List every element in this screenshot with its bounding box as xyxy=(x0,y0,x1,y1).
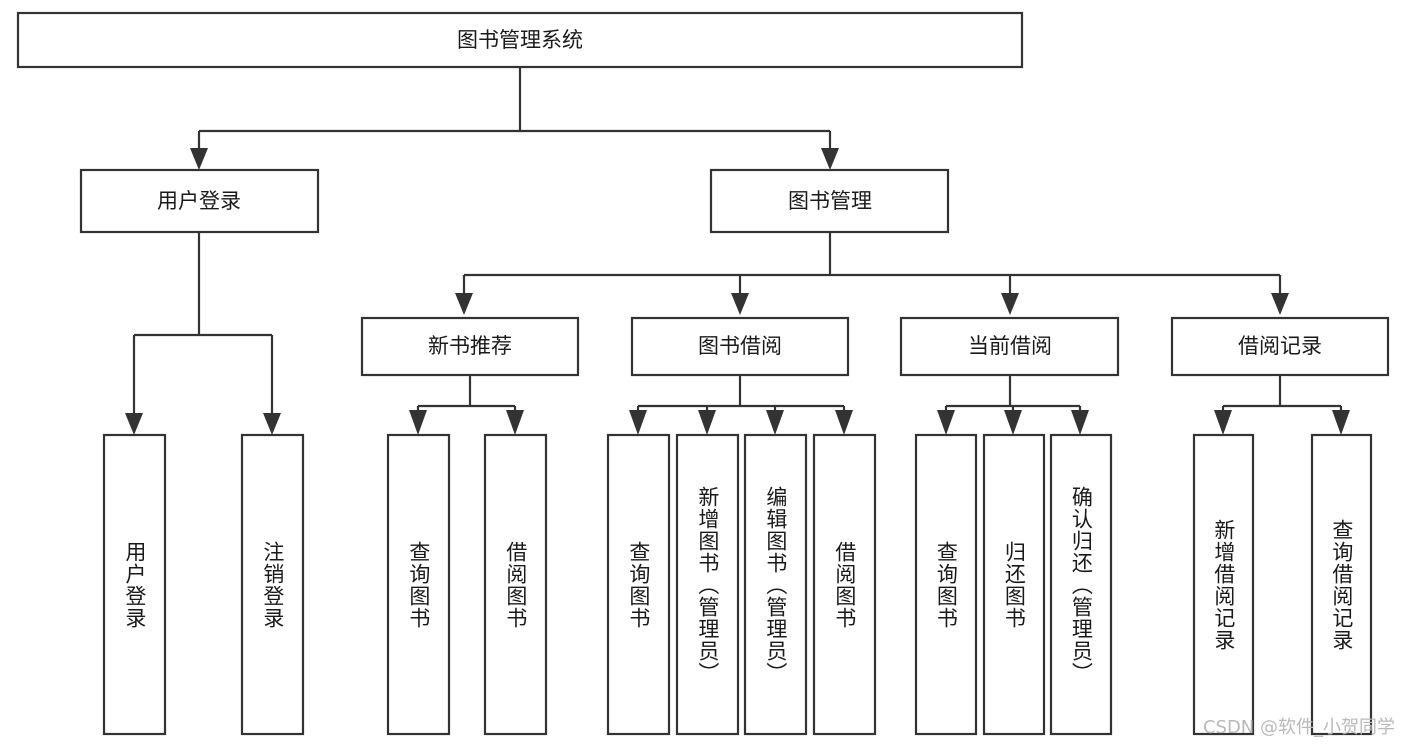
node-box-leaf-user-logout[interactable] xyxy=(240,433,305,736)
node-label-book-borrow: 图书借阅 xyxy=(698,334,782,358)
arrow-head-leaf-query-book-1 xyxy=(409,410,427,435)
arrow-head-borrow-record xyxy=(1271,293,1289,315)
node-box-leaf-add-record[interactable] xyxy=(1192,433,1255,736)
node-box-leaf-edit-book[interactable] xyxy=(743,433,808,736)
arrow-head-leaf-add-record xyxy=(1214,410,1232,435)
arrow-head-new-book-recommend xyxy=(455,293,473,315)
node-label-user-login: 用户登录 xyxy=(157,189,241,213)
arrow-head-leaf-borrow-book-1 xyxy=(506,410,524,435)
connector-group-book-borrow xyxy=(629,375,853,435)
node-box-leaf-query-book-1[interactable] xyxy=(386,433,451,736)
arrow-head-leaf-user-login xyxy=(125,413,143,435)
csdn-watermark: CSDN @软件_小贺同学 xyxy=(1202,717,1395,738)
connector-group-borrow-record xyxy=(1214,375,1350,435)
node-box-leaf-return-book[interactable] xyxy=(982,433,1046,736)
node-box-leaf-user-login[interactable] xyxy=(102,433,167,736)
node-label-current-borrow: 当前借阅 xyxy=(968,334,1052,358)
arrow-head-leaf-user-logout xyxy=(263,413,281,435)
arrow-head-book-borrow xyxy=(731,293,749,315)
node-box-leaf-borrow-book-2[interactable] xyxy=(812,433,877,736)
node-box-new-book-recommend[interactable] xyxy=(360,316,580,377)
connector-group-new-book-recommend xyxy=(409,375,524,435)
node-label-book-management: 图书管理 xyxy=(788,189,872,213)
arrow-head-leaf-query-record xyxy=(1332,410,1350,435)
connector-group-root xyxy=(190,67,839,170)
arrow-head-leaf-confirm-return xyxy=(1071,410,1089,435)
arrow-head-leaf-return-book xyxy=(1004,410,1022,435)
node-box-current-borrow[interactable] xyxy=(899,316,1120,377)
arrow-head-leaf-query-book-3 xyxy=(937,410,955,435)
node-box-leaf-add-book[interactable] xyxy=(675,433,740,736)
arrow-head-leaf-query-book-2 xyxy=(629,410,647,435)
node-box-book-management[interactable] xyxy=(709,168,950,234)
arrow-head-leaf-borrow-book-2 xyxy=(835,410,853,435)
arrow-head-user-login xyxy=(190,148,208,170)
node-label-root: 图书管理系统 xyxy=(457,28,583,52)
node-box-leaf-query-book-2[interactable] xyxy=(606,433,671,736)
connector-group-user-login xyxy=(125,232,281,435)
node-box-leaf-query-record[interactable] xyxy=(1310,433,1373,736)
arrow-head-current-borrow xyxy=(1001,293,1019,315)
node-box-leaf-borrow-book-1[interactable] xyxy=(483,433,548,736)
node-label-borrow-record: 借阅记录 xyxy=(1238,334,1322,358)
arrow-head-leaf-edit-book xyxy=(766,410,784,435)
node-box-book-borrow[interactable] xyxy=(630,316,850,377)
arrow-head-leaf-add-book xyxy=(698,410,716,435)
node-box-leaf-confirm-return[interactable] xyxy=(1049,433,1113,736)
node-box-leaf-query-book-3[interactable] xyxy=(914,433,978,736)
node-box-root[interactable] xyxy=(16,11,1024,69)
connector-group-book-management xyxy=(455,232,1289,315)
node-box-user-login[interactable] xyxy=(79,168,320,234)
arrow-head-book-management xyxy=(821,148,839,170)
node-box-borrow-record[interactable] xyxy=(1170,316,1390,377)
node-label-new-book-recommend: 新书推荐 xyxy=(428,334,512,358)
connector-group-current-borrow xyxy=(937,375,1089,435)
